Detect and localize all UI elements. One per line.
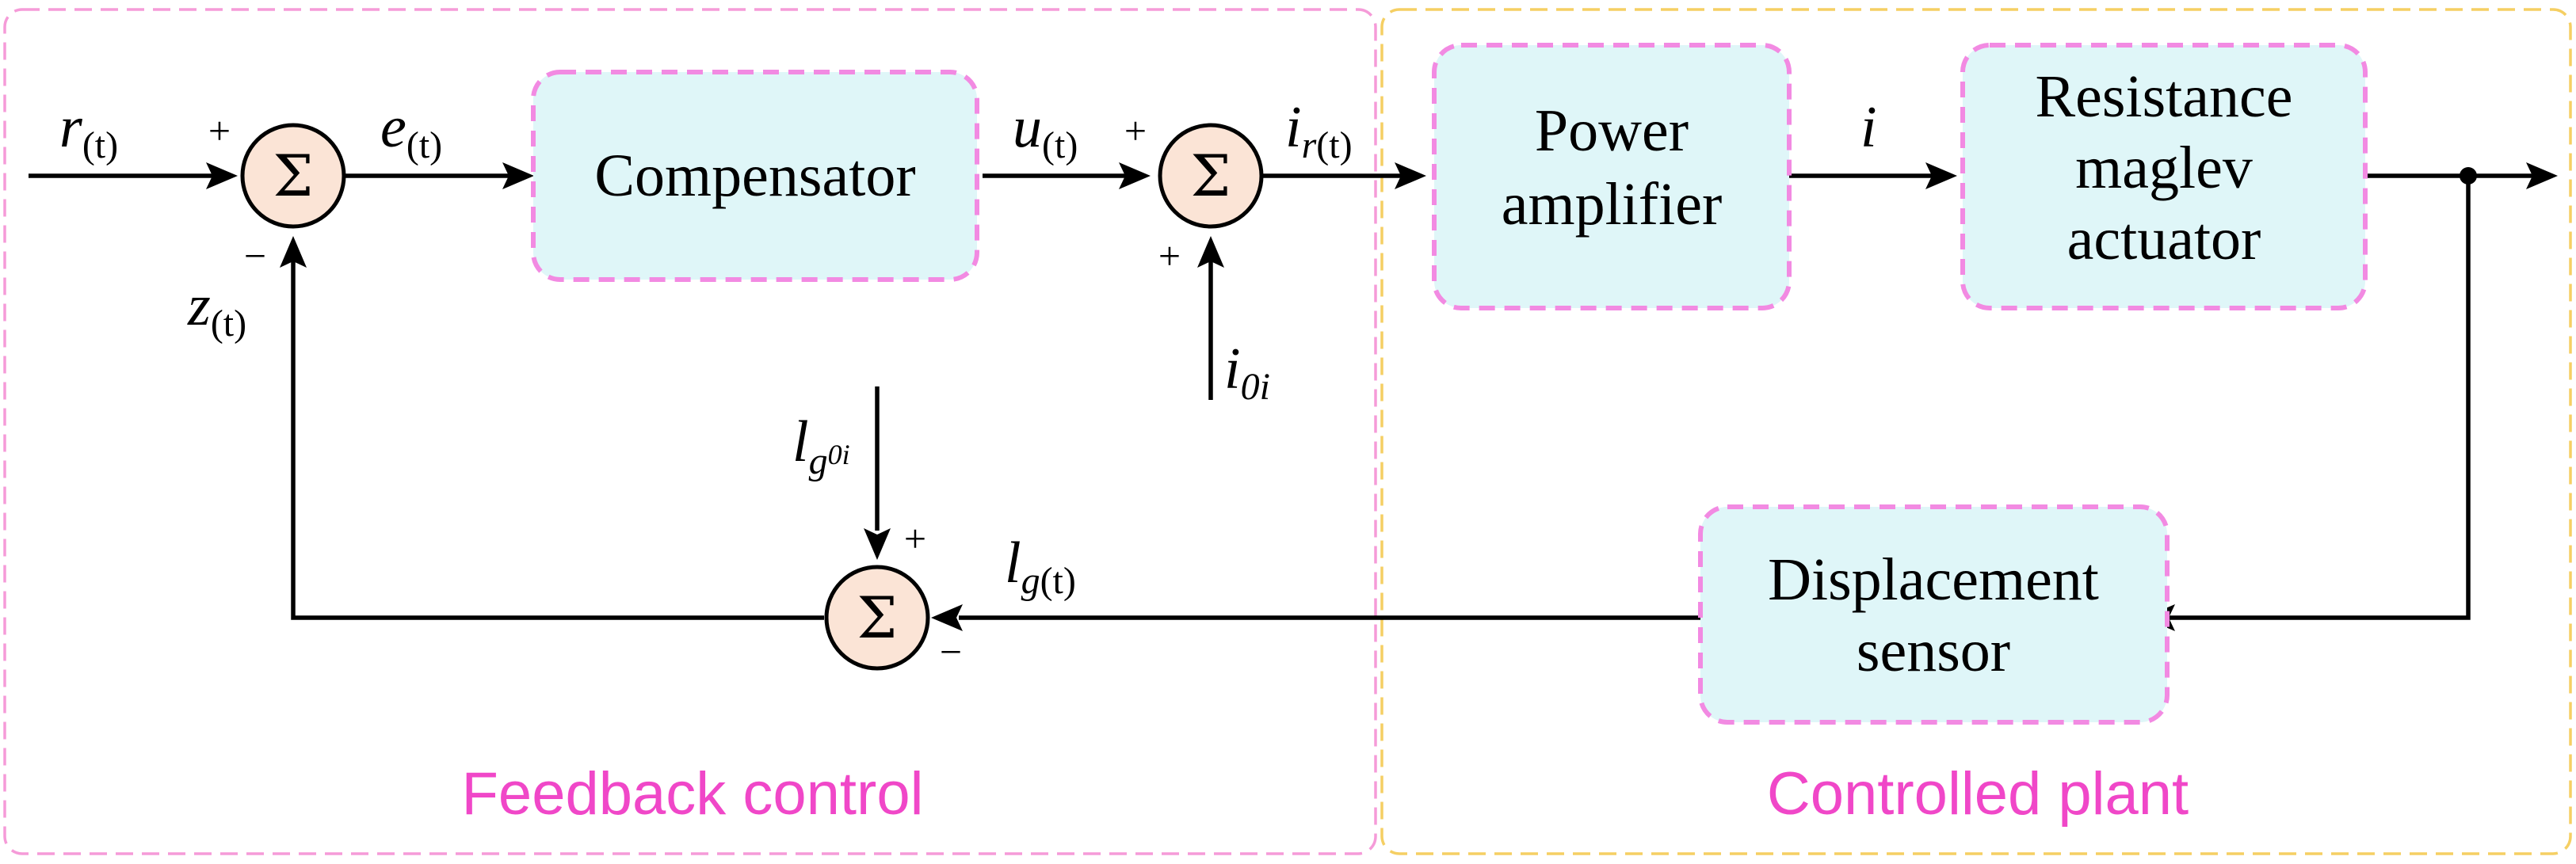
summing-junction-current: Σ xyxy=(1158,123,1264,229)
displacement-sensor-block: Displacement sensor xyxy=(1698,504,2170,725)
signal-r-label: r(t) xyxy=(59,95,118,166)
signal-lg-label: lg(t) xyxy=(1005,531,1076,602)
sign-sum3-plus: + xyxy=(904,516,926,561)
signal-i0i-label: i0i xyxy=(1224,337,1270,408)
sign-sum1-plus: + xyxy=(208,108,231,153)
signal-u-label: u(t) xyxy=(1013,95,1078,166)
sign-sum3-minus: − xyxy=(940,630,962,674)
compensator-label: Compensator xyxy=(594,143,915,209)
arrowheads xyxy=(206,162,2558,631)
sigma-symbol: Σ xyxy=(857,584,898,651)
summing-junction-gap: Σ xyxy=(824,565,930,671)
controlled-plant-frame xyxy=(1380,8,2572,855)
signal-wires xyxy=(29,173,2532,620)
sensor-label-line2: sensor xyxy=(1857,618,2010,684)
signal-z-label: z(t) xyxy=(187,273,246,344)
feedback-control-title: Feedback control xyxy=(462,760,924,828)
feedback-control-frame xyxy=(3,8,1377,855)
power-amplifier-block: Power amplifier xyxy=(1432,43,1792,310)
sign-sum1-minus: − xyxy=(244,234,266,278)
signal-e-label: e(t) xyxy=(380,95,442,166)
sigma-symbol: Σ xyxy=(1191,143,1231,209)
takeoff-junction-dot xyxy=(2460,167,2477,185)
compensator-block: Compensator xyxy=(531,70,979,282)
signal-ir-label: ir(t) xyxy=(1285,95,1353,166)
maglev-actuator-block: Resistance maglev actuator xyxy=(1960,43,2368,310)
power-amplifier-label-line2: amplifier xyxy=(1502,171,1723,238)
sensor-label-line1: Displacement xyxy=(1768,546,2099,613)
signal-i-label: i xyxy=(1860,95,1877,160)
sigma-symbol: Σ xyxy=(273,143,314,209)
actuator-label-line3: actuator xyxy=(2067,206,2261,272)
actuator-label-line1: Resistance xyxy=(2035,63,2292,130)
power-amplifier-label-line1: Power xyxy=(1535,97,1689,164)
sign-sum2-plus-bottom: + xyxy=(1158,234,1181,278)
actuator-label-line2: maglev xyxy=(2075,135,2253,201)
sign-sum2-plus: + xyxy=(1124,108,1147,153)
summing-junction-error: Σ xyxy=(240,123,346,229)
signal-lg0i-label: lg0i xyxy=(792,409,850,482)
controlled-plant-title: Controlled plant xyxy=(1767,760,2189,828)
